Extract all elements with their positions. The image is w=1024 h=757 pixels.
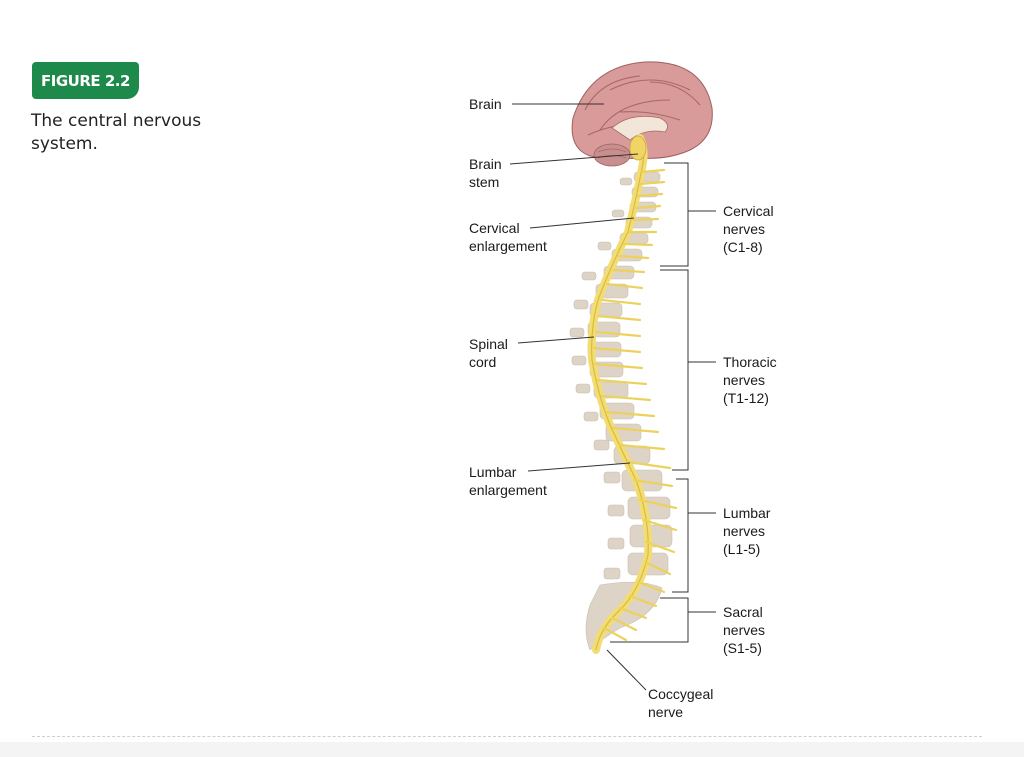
label-lumbar-nerves: Lumbar nerves (L1-5) [723,505,771,557]
footer-divider [32,736,982,737]
figure-caption: The central nervous system. [31,111,202,154]
nerve-region-brackets [610,162,716,643]
label-thoracic-nerves: Thoracic nerves (T1-12) [723,354,777,406]
leader-lines [509,103,647,691]
label-lumbar-enlargement: Lumbar enlargement [469,464,547,498]
label-brain-stem: Brain stem [469,156,502,190]
label-cervical-nerves: Cervical nerves (C1-8) [723,203,774,255]
label-spinal-cord: Spinal cord [469,336,508,370]
bottom-band [0,742,1024,757]
label-cervical-enlargement: Cervical enlargement [469,220,547,254]
brain [571,61,713,167]
label-sacral-nerves: Sacral nerves (S1-5) [723,604,766,656]
spinal-nerves [592,168,678,642]
label-coccygeal-nerve: Coccygeal nerve [648,686,714,720]
figure-badge: FIGURE 2.2 [32,62,139,99]
label-brain: Brain [469,96,502,112]
